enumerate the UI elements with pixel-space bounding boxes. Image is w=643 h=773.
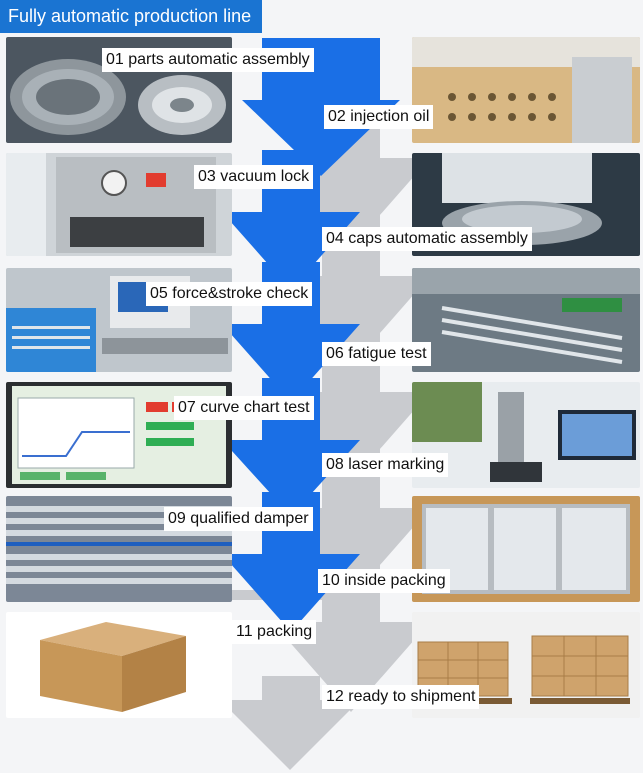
step-label-06: 06 fatigue test	[322, 342, 431, 366]
photo-ready-to-shipment	[412, 612, 640, 718]
photo-force-stroke-check	[6, 268, 232, 372]
photo-injection-oil	[412, 37, 640, 143]
photo-fatigue-test	[412, 268, 640, 372]
photo-laser-marking	[412, 382, 640, 488]
photo-inside-packing	[412, 496, 640, 602]
step-label-03: 03 vacuum lock	[194, 165, 314, 189]
step-label-07: 07 curve chart test	[174, 396, 314, 420]
step-label-02: 02 injection oil	[324, 105, 434, 129]
step-label-10: 10 inside packing	[318, 569, 450, 593]
photo-curve-chart-test	[6, 382, 232, 488]
step-label-01: 01 parts automatic assembly	[102, 48, 314, 72]
page-title: Fully automatic production line	[0, 0, 262, 33]
step-label-05: 05 force&stroke check	[146, 282, 313, 306]
photo-parts-assembly	[6, 37, 232, 143]
step-label-09: 09 qualified damper	[164, 507, 313, 531]
step-label-08: 08 laser marking	[322, 453, 449, 477]
step-label-11: 11 packing	[186, 620, 317, 644]
step-label-12: 12 ready to shipment	[322, 685, 480, 709]
step-label-04: 04 caps automatic assembly	[322, 227, 532, 251]
